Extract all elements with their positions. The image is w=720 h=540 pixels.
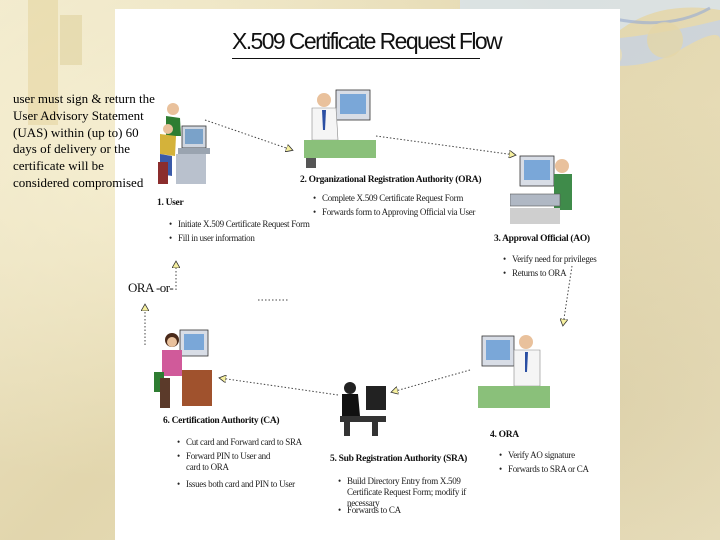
- step-1-bullet-1: Initiate X.509 Certificate Request Form: [169, 219, 310, 230]
- step-4-bullet-1: Verify AO signature: [499, 450, 575, 461]
- step-4-label: 4. ORA: [490, 430, 519, 440]
- step-6-bullet-2: Forward PIN to User and card to ORA: [177, 451, 286, 473]
- arrow-ora-to-sra: [392, 369, 471, 392]
- step-3-bullet-2: Returns to ORA: [503, 268, 567, 279]
- step-6-bullet-1: Cut card and Forward card to SRA: [177, 437, 302, 448]
- step-3-label: 3. Approval Official (AO): [494, 234, 590, 244]
- step-2-label: 2. Organizational Registration Authority…: [300, 175, 482, 185]
- step-5-bullet-1: Build Directory Entry from X.509 Certifi…: [338, 476, 487, 509]
- step-1-bullet-2: Fill in user information: [169, 233, 255, 244]
- side-note: user must sign & return the User Advisor…: [13, 91, 155, 190]
- decorative-left-art: [28, 0, 82, 125]
- page-title: X.509 Certificate Request Flow: [232, 28, 503, 54]
- sra-figure: [340, 382, 386, 436]
- step-3-bullet-1: Verify need for privileges: [503, 254, 597, 265]
- title-underline: [232, 58, 480, 59]
- arrow-sra-to-ca: [220, 378, 339, 396]
- arrow-ora-to-ao: [375, 135, 515, 155]
- step-6-label: 6. Certification Authority (CA): [163, 416, 280, 426]
- or-label: ORA -or-: [128, 280, 174, 295]
- user-figure: [158, 103, 210, 184]
- step-4-bullet-2: Forwards to SRA or CA: [499, 464, 589, 475]
- step-2-bullet-1: Complete X.509 Certificate Request Form: [313, 193, 463, 204]
- step-2-bullet-2: Forwards form to Approving Official via …: [313, 207, 475, 218]
- step-1-label: 1. User: [157, 198, 184, 208]
- step-6-bullet-3: Issues both card and PIN to User: [177, 479, 295, 490]
- approval-official-figure: [510, 155, 572, 224]
- arrow-ao-to-ora: [563, 265, 573, 325]
- ca-figure: [154, 329, 212, 408]
- ora-figure-2: [478, 335, 550, 408]
- ora-figure: [304, 89, 376, 168]
- arrow-user-to-ora: [204, 119, 292, 150]
- step-5-bullet-2: Forwards to CA: [338, 505, 401, 516]
- step-5-label: 5. Sub Registration Authority (SRA): [330, 454, 468, 464]
